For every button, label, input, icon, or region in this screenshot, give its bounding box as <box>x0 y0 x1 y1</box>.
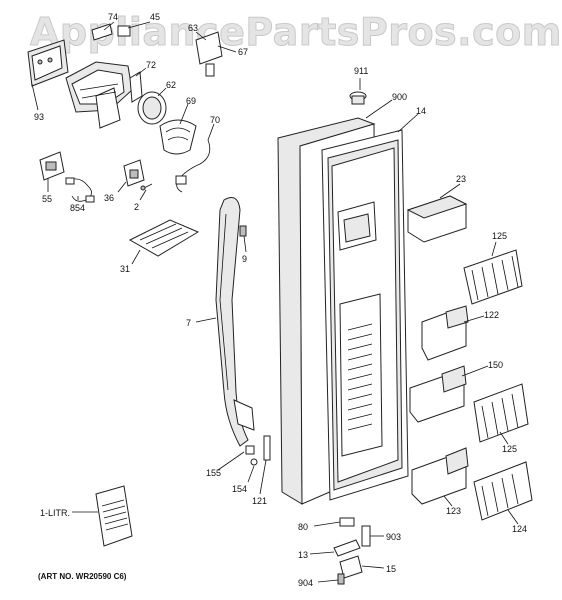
part-63-67-bracket <box>195 31 223 77</box>
part-13-bracket <box>333 539 361 557</box>
callout-55: 55 <box>42 194 53 204</box>
part-80-fitting <box>339 517 355 527</box>
callout-36: 36 <box>104 193 115 203</box>
part-125-basket-mid <box>473 383 529 443</box>
callout-125-mid: 125 <box>502 444 518 454</box>
part-155-154-121-handle-parts <box>245 435 271 466</box>
part-1-litr-booklet <box>95 485 133 547</box>
part-93-control-housing <box>27 39 69 87</box>
shelf-clips <box>347 323 373 431</box>
part-45-cap <box>117 25 131 37</box>
callout-154: 154 <box>232 484 248 494</box>
part-31-grille <box>128 219 200 257</box>
callout-1-litr: 1-LITR. <box>40 508 71 518</box>
part-23-bin <box>406 195 468 243</box>
part-9-screw <box>239 225 247 237</box>
callout-67: 67 <box>238 47 249 57</box>
callout-70: 70 <box>210 115 221 125</box>
part-36-relay <box>123 159 145 187</box>
part-125-basket-top <box>463 249 523 305</box>
callout-904: 904 <box>298 578 314 588</box>
part-903-tube <box>361 525 371 547</box>
part-854-harness <box>65 177 95 203</box>
callout-62: 62 <box>166 80 177 90</box>
callout-74: 74 <box>108 12 119 22</box>
callout-123: 123 <box>446 506 462 516</box>
part-124-basket <box>473 461 533 521</box>
part-122-bin <box>421 305 469 361</box>
dispenser-area <box>337 201 383 457</box>
callout-14: 14 <box>416 106 427 116</box>
callout-63: 63 <box>188 23 199 33</box>
callout-125-top: 125 <box>492 231 508 241</box>
callout-911: 911 <box>354 66 369 76</box>
callout-45: 45 <box>150 12 161 22</box>
callout-7: 7 <box>186 318 192 328</box>
part-7-door-handle <box>215 197 255 447</box>
callout-122: 122 <box>484 310 500 320</box>
part-72-damper <box>129 71 143 103</box>
callout-72: 72 <box>146 60 157 70</box>
callout-80: 80 <box>298 522 309 532</box>
callout-2: 2 <box>134 202 140 212</box>
part-904-screw <box>337 573 345 585</box>
callout-150: 150 <box>488 360 504 370</box>
callout-155: 155 <box>206 468 222 478</box>
part-15-hinge <box>339 555 363 579</box>
callout-854: 854 <box>70 203 86 213</box>
callout-15: 15 <box>386 564 397 574</box>
part-911-cap <box>349 91 367 105</box>
part-62-fan-ring <box>137 91 167 125</box>
callout-9: 9 <box>242 254 248 264</box>
callout-31: 31 <box>120 264 131 274</box>
callout-93: 93 <box>34 112 45 122</box>
callout-900: 900 <box>392 92 408 102</box>
callout-13: 13 <box>298 550 309 560</box>
part-123-bin <box>411 447 469 505</box>
callout-23: 23 <box>456 174 467 184</box>
part-2-screw <box>140 183 153 191</box>
callout-121: 121 <box>252 496 268 506</box>
callout-903: 903 <box>386 532 402 542</box>
part-55-switch <box>39 151 65 181</box>
callout-69: 69 <box>186 96 197 106</box>
art-number: (ART NO. WR20590 C6) <box>38 572 127 581</box>
part-air-duct-assembly <box>65 61 133 129</box>
part-150-bin <box>409 365 467 423</box>
part-70-wire-harness <box>175 139 211 193</box>
part-69-fan-cover <box>159 119 197 155</box>
leader-lines <box>31 21 519 583</box>
callout-124: 124 <box>512 524 528 534</box>
